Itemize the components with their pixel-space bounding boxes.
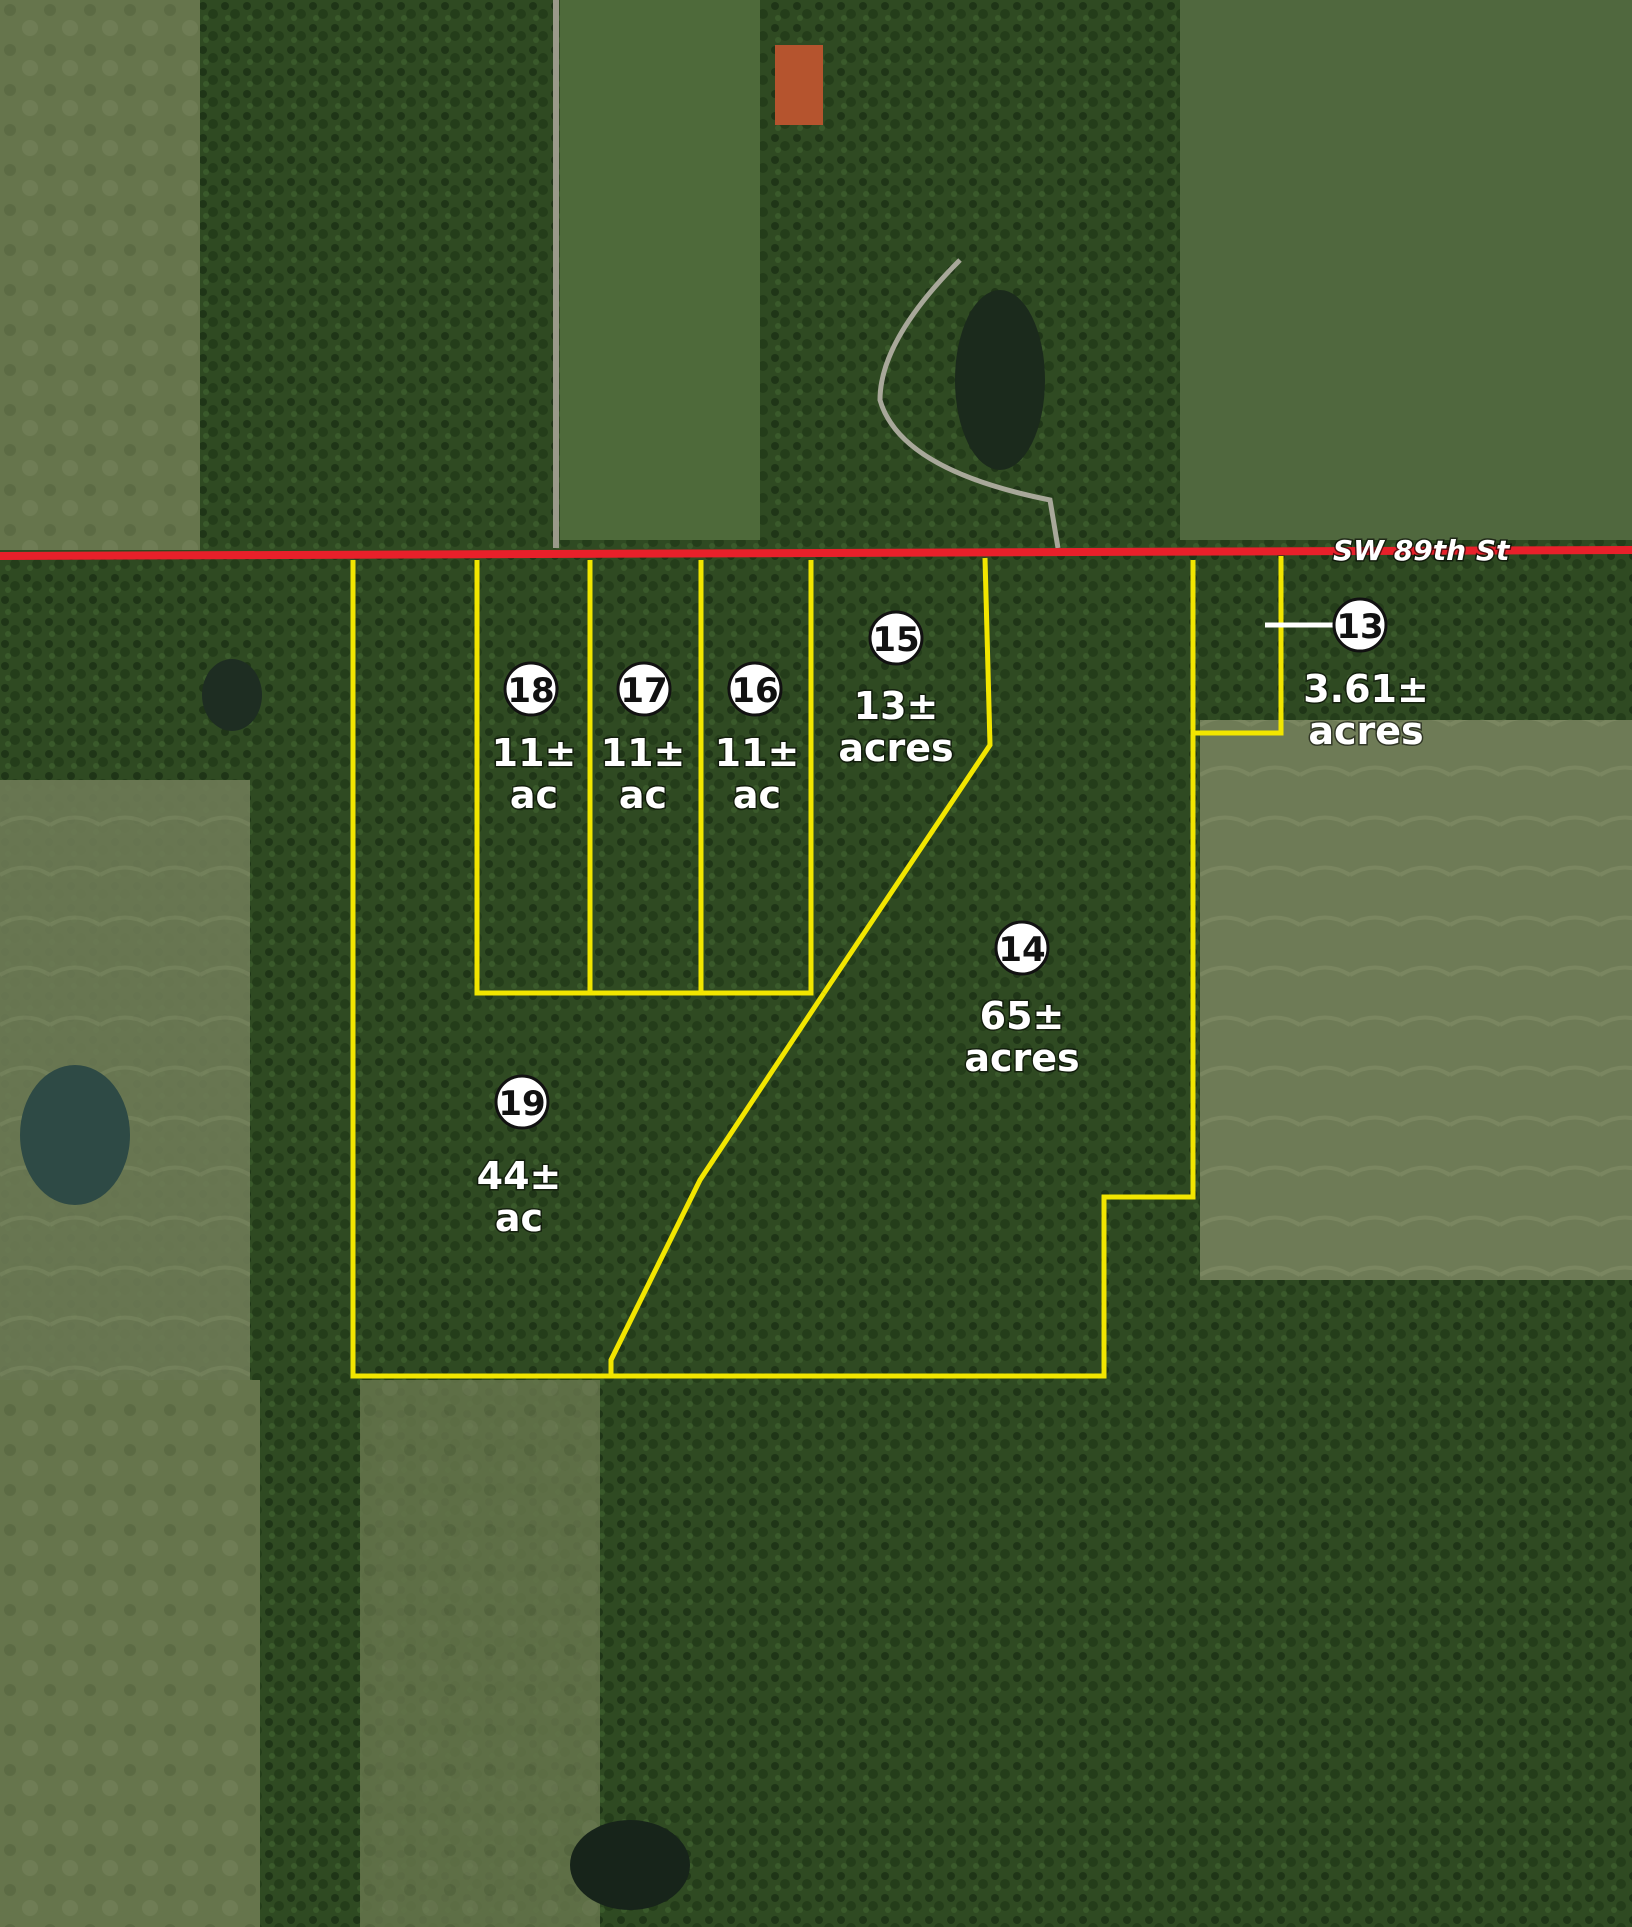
tract-14: 14 65± acres <box>963 920 1081 1082</box>
tract-15: 15 13± acres <box>837 610 955 772</box>
tract-15-unit: acres <box>838 726 953 770</box>
tract-18-unit: ac <box>510 773 558 817</box>
pasture-east <box>1200 720 1632 1280</box>
tract-18-size: 11± <box>492 731 577 775</box>
tract-14-badge <box>994 920 1050 976</box>
pond-north <box>955 290 1045 470</box>
tract-16-unit: ac <box>733 773 781 817</box>
field-west <box>0 780 250 1380</box>
tract-15-badge <box>868 610 924 666</box>
driveway <box>877 258 1061 549</box>
tract-13-boundary <box>1193 556 1284 736</box>
tract-17-size: 11± <box>601 731 686 775</box>
tract-13-number: 13 <box>1336 607 1383 647</box>
tract-14-size: 65± <box>980 994 1065 1038</box>
pond-west <box>20 1065 130 1205</box>
tract-19: 19 44± ac <box>475 1074 563 1242</box>
tract-17-badge <box>616 661 672 717</box>
pond-south <box>570 1820 690 1910</box>
field-south <box>360 1380 600 1927</box>
tract-13-unit: acres <box>1308 709 1423 753</box>
divider-19-14 <box>608 991 827 1376</box>
tract-18: 18 11± ac <box>490 661 578 819</box>
road-line <box>0 546 1632 560</box>
field-southwest <box>0 1380 260 1927</box>
field-northwest <box>0 0 200 550</box>
pond-northwest <box>202 659 262 731</box>
tract-13: 13 3.61± acres <box>1302 597 1430 755</box>
tract-13-size: 3.61± <box>1303 667 1429 711</box>
tract-18-number: 18 <box>507 671 554 711</box>
outer-boundary <box>350 560 1196 1379</box>
tract-17: 17 11± ac <box>599 661 687 819</box>
tract-16-badge <box>727 661 783 717</box>
tract-14-number: 14 <box>998 930 1045 970</box>
tract-15-boundary <box>821 557 993 995</box>
tract-18-badge <box>503 661 559 717</box>
road-label: SW 89th St <box>1333 534 1511 567</box>
local-road-north <box>553 0 559 548</box>
tract-19-size: 44± <box>477 1154 562 1198</box>
tract-19-unit: ac <box>495 1196 543 1240</box>
tract-15-number: 15 <box>872 620 919 660</box>
tract-19-badge <box>494 1074 550 1130</box>
tract-boundaries <box>350 556 1284 1379</box>
neighborhood-northeast <box>1180 0 1632 540</box>
tract-15-size: 13± <box>854 684 939 728</box>
tract-16-size: 11± <box>715 731 800 775</box>
tract-16-number: 16 <box>731 671 778 711</box>
tract-17-number: 17 <box>620 671 667 711</box>
tract-14-unit: acres <box>964 1036 1079 1080</box>
tract-13-badge <box>1332 597 1388 653</box>
tract-17-unit: ac <box>619 773 667 817</box>
dirt-patch <box>775 45 823 125</box>
tract-16: 16 11± ac <box>713 661 801 819</box>
neighborhood-north <box>560 0 760 540</box>
tracts-16-18-boundary <box>474 560 814 996</box>
tract-19-number: 19 <box>498 1084 545 1124</box>
